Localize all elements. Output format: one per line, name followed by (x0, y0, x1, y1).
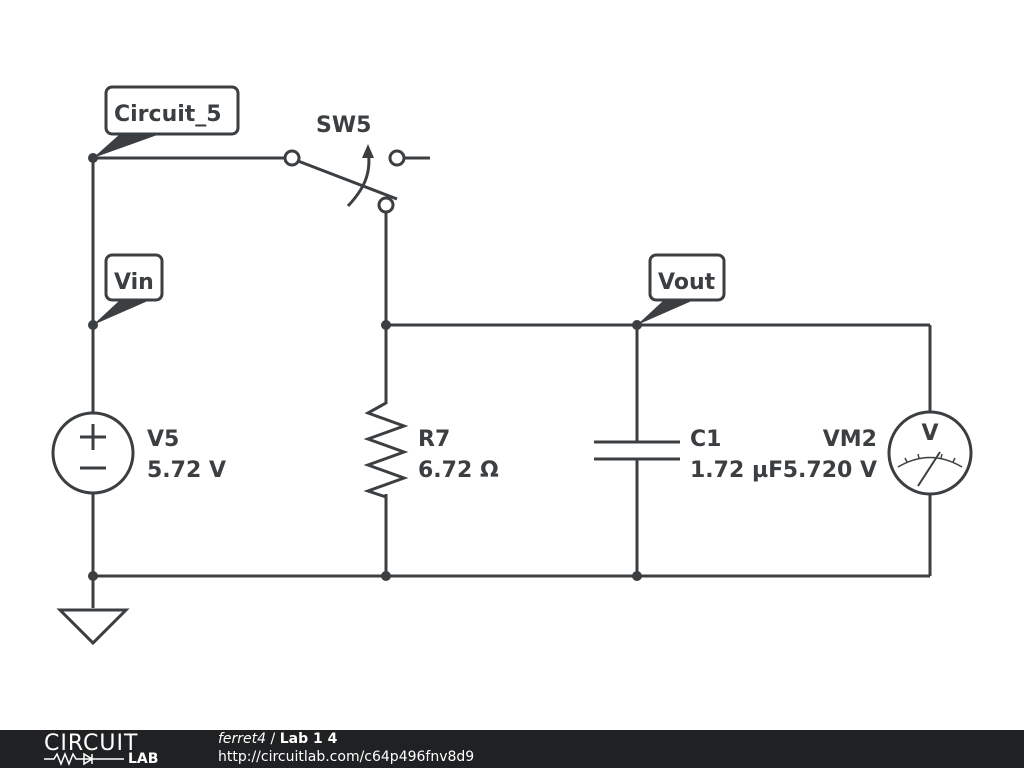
voltage-source-v5: V5 5.72 V (51, 411, 226, 495)
net-label-vin: Vin (93, 253, 164, 325)
tag-pointer (93, 134, 160, 158)
switch-terminal-common (377, 196, 395, 214)
tag-box (104, 85, 240, 136)
net-label-circuit5: Circuit_5 (93, 85, 240, 158)
net-label-text: Vout (658, 270, 716, 295)
source-ref: V5 (147, 427, 179, 452)
net-label-text: Vin (114, 270, 154, 295)
switch-terminal-right (388, 149, 406, 167)
logo-waveform-icon (44, 752, 124, 766)
switch-arrow-icon (362, 144, 374, 158)
capacitor-ref: C1 (690, 427, 721, 452)
voltmeter-ref: VM2 (823, 427, 877, 452)
voltmeter-symbol: V (921, 421, 938, 446)
wires (91, 156, 932, 608)
logo-lab-text: LAB (128, 751, 159, 767)
switch-action-arc (346, 149, 371, 208)
switch-sw5: SW5 (283, 113, 430, 214)
meter-needle (917, 451, 941, 487)
junction-bottom-left (88, 571, 98, 581)
capacitor-c1: C1 1.72 µF (594, 427, 783, 483)
meter-tick (917, 453, 920, 459)
tag-pointer (93, 300, 150, 325)
voltmeter-value: 5.720 V (783, 458, 877, 483)
switch-ref: SW5 (316, 113, 371, 138)
switch-blade (297, 159, 398, 201)
source-value: 5.72 V (147, 458, 226, 483)
voltmeter-body (887, 410, 973, 496)
resistor-zigzag (363, 401, 409, 499)
logo-circuit-text: CIRCUIT (44, 731, 139, 756)
resistor-value: 6.72 Ω (418, 458, 499, 483)
net-label-vout: Vout (637, 253, 726, 325)
author-link[interactable]: ferret4 (218, 731, 267, 747)
junction-bottom-cap (632, 571, 642, 581)
circuit-title[interactable]: Lab 1 4 (279, 731, 338, 747)
ground-icon (56, 608, 130, 646)
meter-tick (904, 457, 908, 463)
voltmeter-vm2: V VM2 5.720 V (783, 410, 973, 496)
footer-bar: CIRCUIT LAB ferret4 / Lab 1 4 http://cir… (0, 730, 1024, 768)
capacitor-value: 1.72 µF (690, 458, 783, 483)
tag-pointer (637, 300, 694, 325)
net-label-text: Circuit_5 (114, 102, 222, 127)
credit-line: ferret4 / Lab 1 4 (218, 731, 337, 747)
meter-tick (940, 453, 943, 459)
circuit-schematic: Circuit_5 Vin Vout SW5 V5 5.72 V R7 6.72… (51, 85, 973, 646)
tag-box (648, 253, 726, 302)
ground-symbol (56, 608, 130, 646)
resistor-ref: R7 (418, 427, 450, 452)
circuit-url-link[interactable]: http://circuitlab.com/c64p496fnv8d9 (218, 749, 475, 765)
credit-separator: / (266, 731, 280, 747)
meter-tick (952, 457, 956, 463)
meter-scale-arc (897, 456, 963, 468)
resistor-r7: R7 6.72 Ω (363, 401, 499, 499)
tag-box (104, 253, 164, 302)
junction-bottom-resistor (381, 571, 391, 581)
junctions (88, 153, 642, 581)
switch-terminal-left (283, 149, 301, 167)
junction-switch-node (381, 320, 391, 330)
source-body (51, 411, 135, 495)
